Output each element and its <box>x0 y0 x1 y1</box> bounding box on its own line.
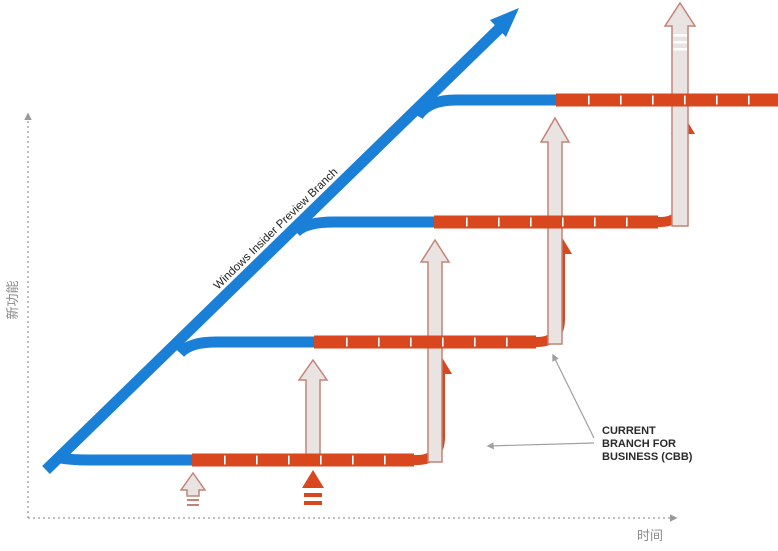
cbb-bar-divider <box>384 455 386 465</box>
insider-stub-1 <box>59 452 192 466</box>
cbb-bar-divider <box>474 337 476 347</box>
cbb-bar-divider <box>716 95 718 105</box>
cbb-bars <box>192 93 778 467</box>
cbb-bar-divider <box>652 95 654 105</box>
insider-branch <box>42 19 556 474</box>
y-axis-label: 新功能 <box>5 280 21 319</box>
bottom-cbb-arrow-dashes <box>304 493 322 505</box>
x-axis-label: 时间 <box>637 529 663 544</box>
cbb-bar-3 <box>434 215 658 229</box>
bottom-upgrade-arrow-dashes <box>187 499 199 506</box>
bottom-cbb-arrow <box>302 470 324 488</box>
cbb-bar-divider <box>410 337 412 347</box>
insider-stub-3 <box>292 216 434 237</box>
cbb-bar-divider <box>352 455 354 465</box>
cbb-bar-divider <box>320 455 322 465</box>
cbb-bar-divider <box>466 217 468 227</box>
cbb-bar-divider <box>530 217 532 227</box>
cbb-bar-divider <box>620 95 622 105</box>
cbb-pointers <box>486 353 595 450</box>
cbb-bar-divider <box>498 217 500 227</box>
insider-diagonal <box>42 19 509 474</box>
bottom-upgrade-arrow <box>179 471 207 497</box>
cbb-pointer-left <box>486 442 595 450</box>
cbb-bar-1 <box>192 453 414 467</box>
upgrade-arrow-3 <box>539 116 571 345</box>
cbb-bar-divider <box>442 337 444 347</box>
insider-arrow-head <box>490 8 519 37</box>
upgrade-arrow-1 <box>297 358 329 463</box>
insider-stub-4 <box>413 94 556 120</box>
cbb-pointer-up <box>552 353 595 439</box>
cbb-bar-divider <box>378 337 380 347</box>
bottom-arrows <box>179 470 324 506</box>
cbb-bar-divider <box>256 455 258 465</box>
insider-stub-2 <box>175 336 314 357</box>
cbb-bar-divider <box>224 455 226 465</box>
upgrade-arrows <box>297 1 697 463</box>
upgrade-arrow-4 <box>663 1 697 227</box>
cbb-bar-divider <box>562 217 564 227</box>
cbb-bar-divider <box>626 217 628 227</box>
cbb-bar-divider <box>594 217 596 227</box>
cbb-bar-divider <box>506 337 508 347</box>
cbb-bar-divider <box>346 337 348 347</box>
upgrade-arrow-4-gaps <box>673 34 687 51</box>
cbb-bar-divider <box>684 95 686 105</box>
upgrade-arrow-2 <box>419 238 451 463</box>
cbb-bar-divider <box>748 95 750 105</box>
cbb-bar-4 <box>556 93 778 107</box>
insider-branch-label: Windows Insider Preview Branch <box>212 166 341 292</box>
cbb-bar-2 <box>314 335 536 349</box>
cbb-bar-divider <box>288 455 290 465</box>
cbb-bar-divider <box>588 95 590 105</box>
cbb-label: CURRENT BRANCH FOR BUSINESS (CBB) <box>602 425 693 463</box>
